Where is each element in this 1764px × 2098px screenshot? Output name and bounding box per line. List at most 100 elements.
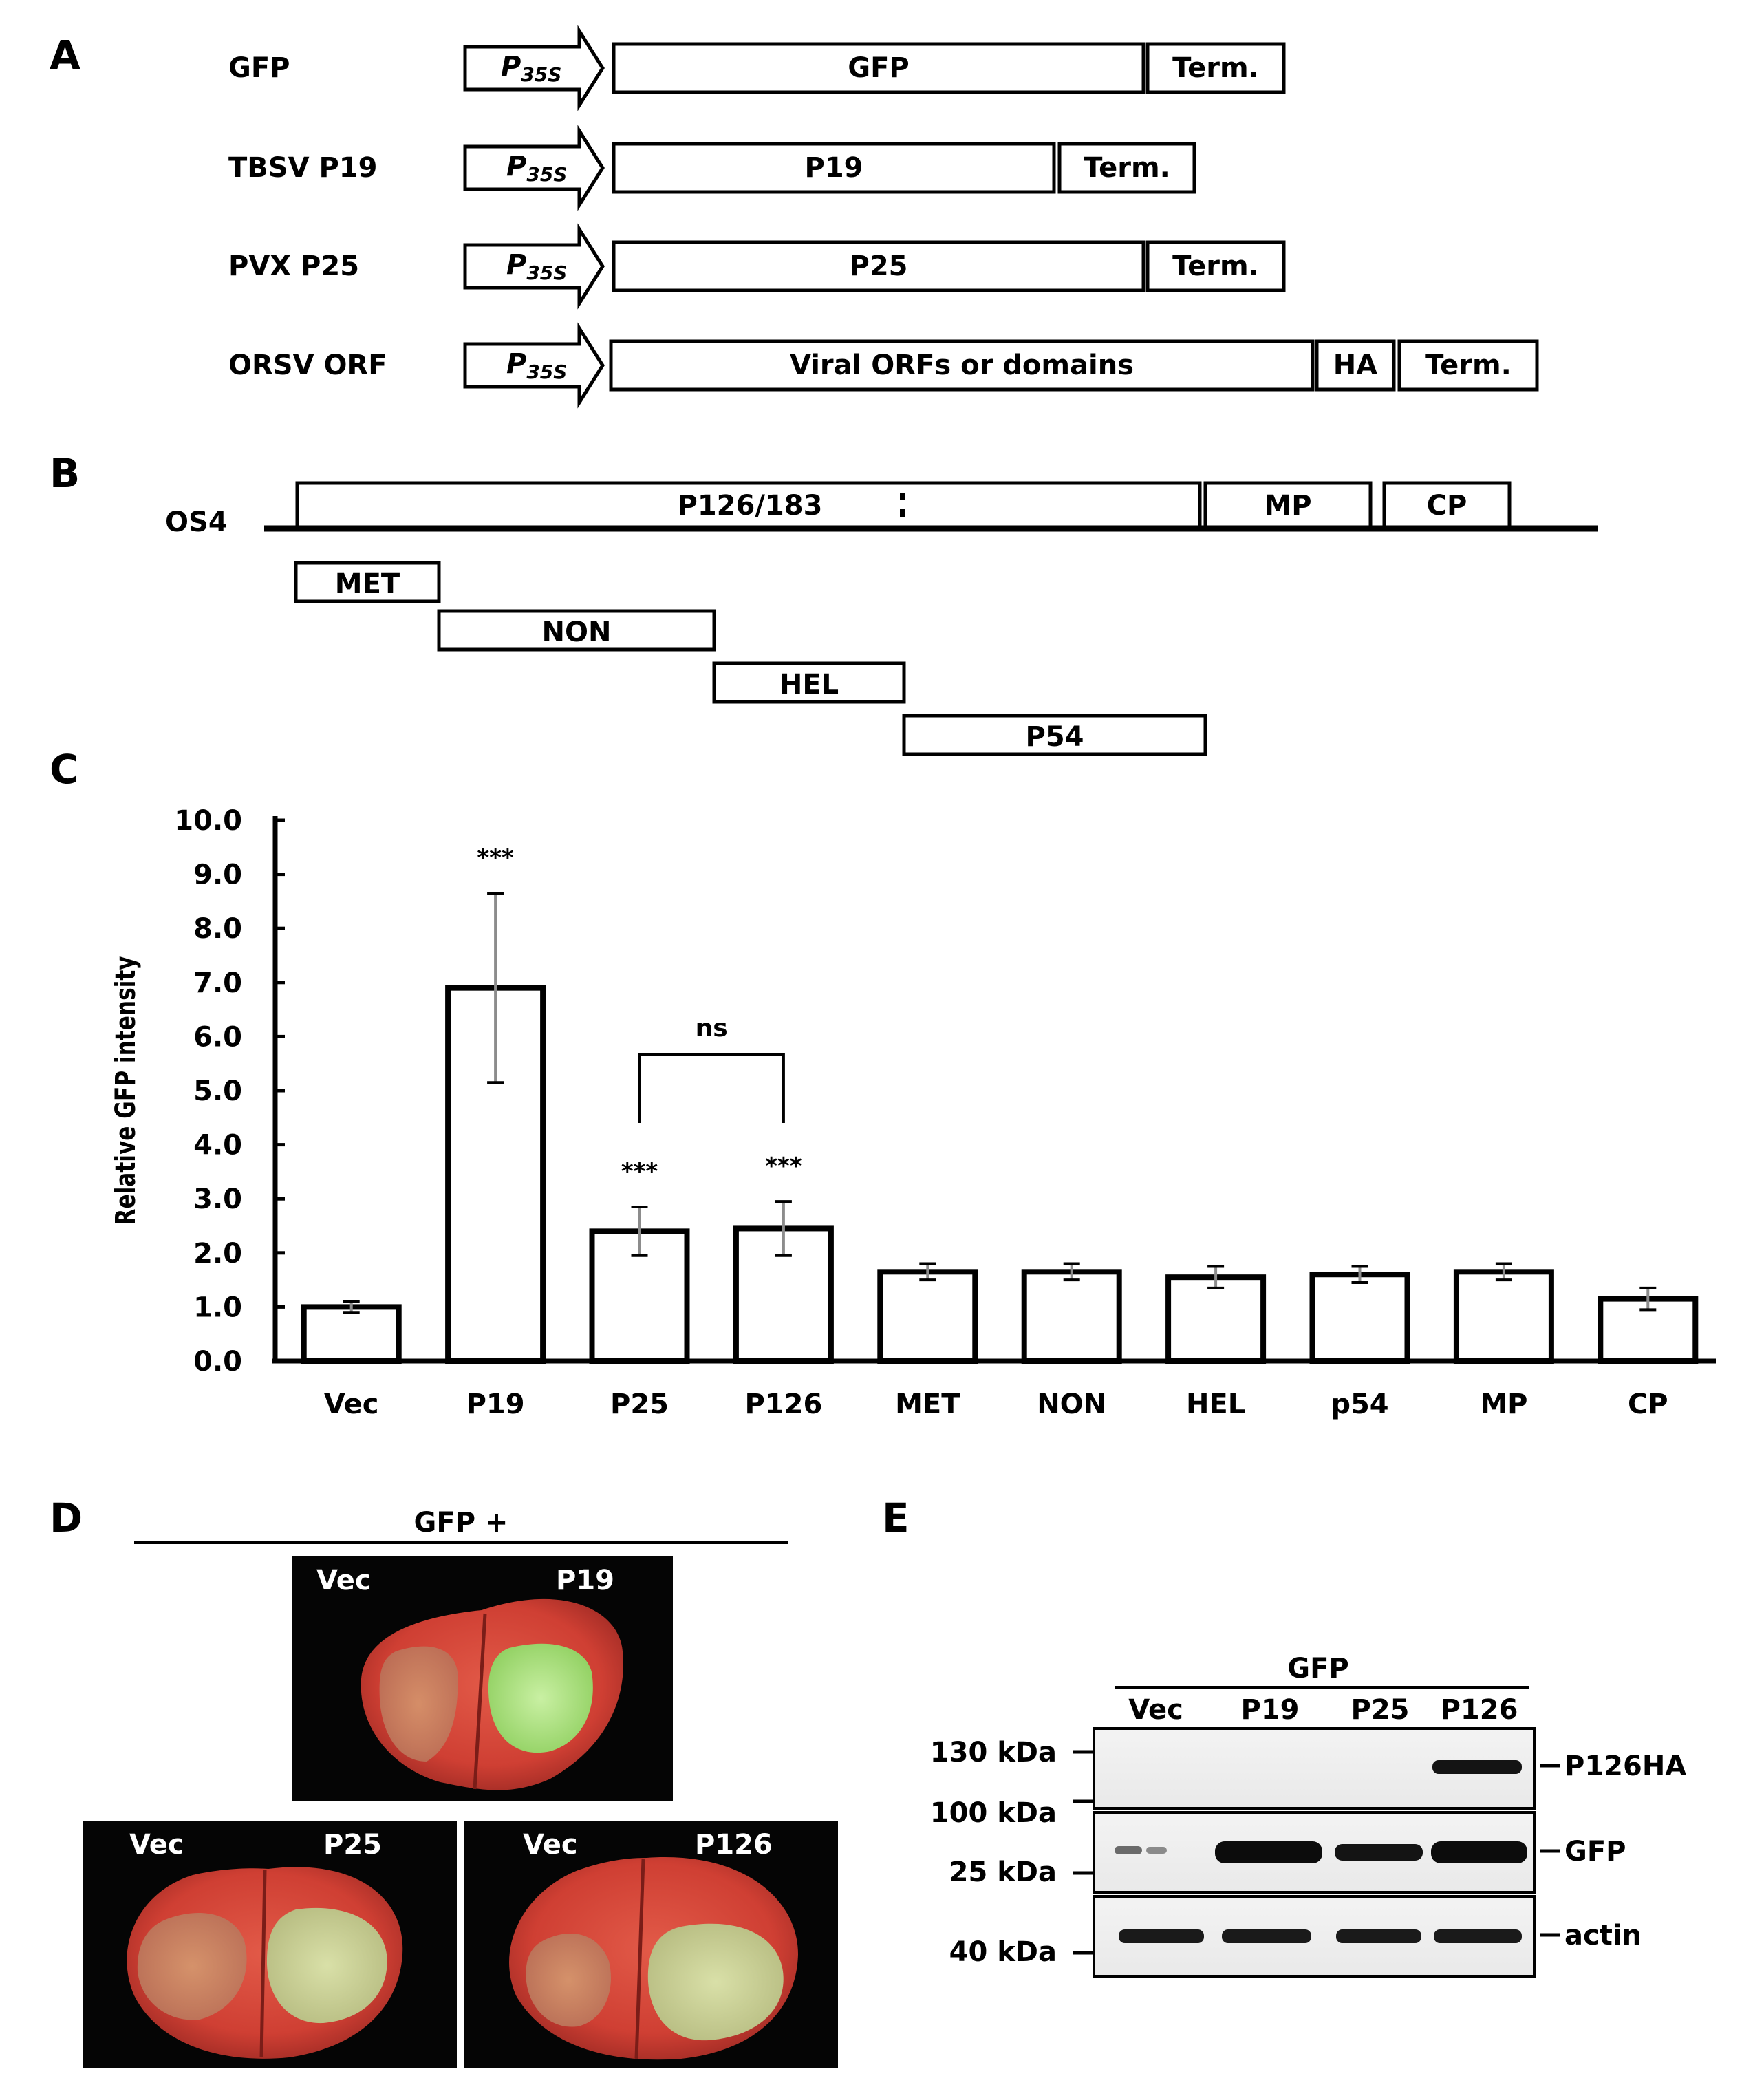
genome-label: OS4: [165, 506, 228, 538]
category-label: Vec: [324, 1389, 379, 1420]
bar-cp: [1598, 1296, 1699, 1364]
orf-box: [609, 339, 1315, 392]
orf-cp: [1382, 481, 1512, 529]
infiltration-patch-vec: [379, 1646, 458, 1762]
orf-mp-label: MP: [1264, 490, 1311, 522]
category-label: p54: [1331, 1389, 1388, 1420]
domain-non: [437, 609, 716, 652]
construct-p19: TBSV P19 P35S P19 Term.: [228, 125, 1196, 211]
panel-b-letter: B: [50, 450, 80, 497]
bar-non: [1021, 1269, 1122, 1364]
marker-130: 130 kDa: [930, 1737, 1057, 1768]
lane-label-p126: P126: [1441, 1694, 1518, 1726]
band-label-gfp: GFP: [1564, 1836, 1626, 1867]
band-gfp-p25: [1335, 1844, 1423, 1861]
orf-mp: [1203, 481, 1373, 529]
domain-p54: [902, 714, 1207, 756]
construct-name: PVX P25: [228, 250, 359, 282]
significance-stars: ***: [765, 1153, 802, 1180]
y-tick-label: 0.0: [193, 1346, 242, 1378]
band-actin-p25: [1336, 1929, 1421, 1943]
category-label: MP: [1480, 1389, 1527, 1420]
marker-100: 100 kDa: [930, 1797, 1057, 1829]
orf-cp-label: CP: [1427, 490, 1467, 522]
marker-40: 40 kDa: [949, 1936, 1057, 1968]
y-tick-label: 6.0: [193, 1021, 242, 1053]
y-tick-label: 2.0: [193, 1238, 242, 1270]
panel-c-letter: C: [50, 746, 79, 793]
infiltration-patch-vec: [526, 1934, 611, 2027]
infiltration-patch-p25: [266, 1907, 387, 2024]
comparison-bracket: [638, 1053, 785, 1123]
orf-label: Viral ORFs or domains: [790, 350, 1134, 381]
infiltration-patch-p126: [647, 1923, 784, 2041]
y-tick-label: 10.0: [174, 805, 242, 837]
band-label-p126ha: P126HA: [1564, 1751, 1686, 1782]
bar-mp: [1453, 1269, 1554, 1364]
terminator-box: [1057, 142, 1196, 194]
construct-name: GFP: [228, 52, 290, 84]
band-gfp-vec: [1115, 1846, 1142, 1854]
terminator-label: Term.: [1425, 350, 1512, 381]
photo-label-left: Vec: [523, 1829, 578, 1861]
significance-stars: ***: [477, 844, 514, 872]
construct-p25: PVX P25 P35S P25 Term.: [228, 223, 1286, 310]
category-label: P19: [466, 1389, 525, 1420]
band-gfp-vec-faint: [1146, 1847, 1167, 1854]
terminator-label: Term.: [1172, 250, 1259, 282]
promoter-label: P35S: [506, 151, 567, 186]
ha-tag-label: HA: [1333, 350, 1377, 381]
domain-hel-label: HEL: [779, 669, 839, 700]
construct-gfp: GFP P35S GFP Term.: [228, 25, 1286, 111]
orf-label: P19: [805, 152, 863, 184]
promoter-label: P35S: [501, 51, 561, 86]
significance-stars: ***: [621, 1158, 658, 1186]
leaf-photo-p19: Vec P19: [292, 1556, 673, 1801]
domain-met: [294, 561, 441, 603]
panel-e-header: GFP: [1287, 1653, 1348, 1684]
domain-non-label: NON: [542, 617, 612, 648]
domain-met-label: MET: [335, 568, 400, 600]
orf-label: GFP: [848, 52, 909, 84]
domain-p54-label: P54: [1026, 721, 1084, 753]
category-label: MET: [895, 1389, 960, 1420]
panel-d-header: GFP +: [414, 1507, 508, 1539]
readthrough-mark: [900, 509, 905, 517]
orf-p126-183-label: P126/183: [678, 490, 823, 522]
photo-label-right: P19: [556, 1565, 614, 1596]
category-label: HEL: [1186, 1389, 1245, 1420]
y-axis-label: Relative GFP intensity: [110, 956, 142, 1225]
orf-box: [612, 142, 1056, 194]
y-tick-label: 9.0: [193, 859, 242, 891]
category-label: CP: [1628, 1389, 1668, 1420]
promoter-label: P35S: [506, 348, 567, 383]
orf-box: [612, 240, 1145, 292]
construct-name: TBSV P19: [228, 152, 377, 184]
band-actin-vec: [1119, 1929, 1204, 1943]
bar-met: [877, 1269, 978, 1364]
photo-label-right: P25: [323, 1829, 382, 1861]
promoter-arrow: [463, 125, 605, 211]
terminator-label: Term.: [1084, 152, 1170, 184]
panel-e-letter: E: [882, 1495, 910, 1541]
photo-label-left: Vec: [129, 1829, 184, 1861]
promoter-arrow: [463, 322, 605, 409]
terminator-box: [1145, 240, 1286, 292]
leaf-photo-p25: Vec P25: [83, 1821, 457, 2068]
panel-d-letter: D: [50, 1495, 83, 1541]
photo-label-right: P126: [695, 1829, 773, 1861]
orf-p126-183: [295, 481, 1202, 529]
construct-name: ORSV ORF: [228, 350, 387, 381]
band-gfp-p19: [1215, 1841, 1322, 1863]
y-tick-label: 3.0: [193, 1184, 242, 1215]
orf-box: [612, 42, 1145, 94]
promoter-arrow: [463, 25, 605, 111]
lane-label-p25: P25: [1351, 1694, 1410, 1726]
y-tick-label: 1.0: [193, 1292, 242, 1323]
terminator-label: Term.: [1172, 52, 1259, 84]
y-tick-label: 8.0: [193, 913, 242, 945]
marker-25: 25 kDa: [949, 1856, 1057, 1888]
terminator-box: [1145, 42, 1286, 94]
promoter-arrow: [463, 223, 605, 310]
bar-vec: [301, 1304, 402, 1364]
